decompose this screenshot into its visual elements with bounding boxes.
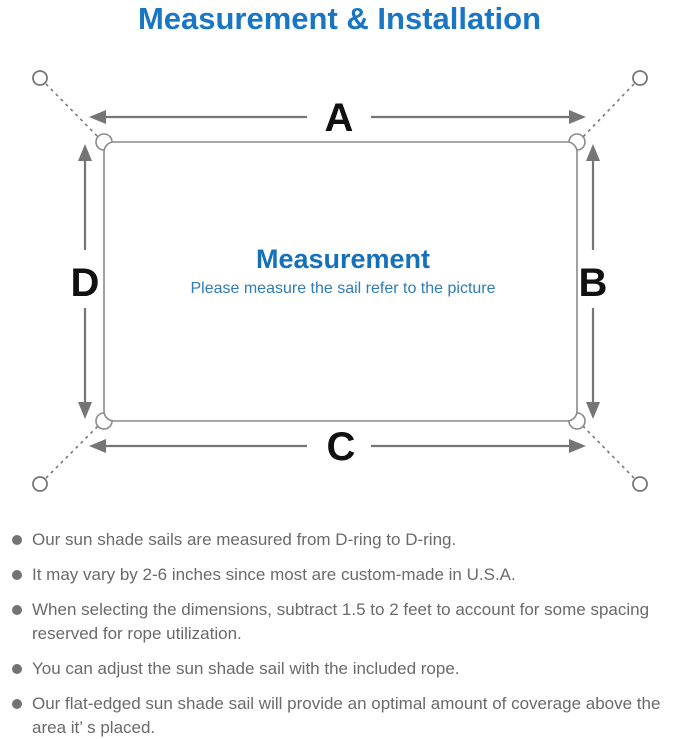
list-item: You can adjust the sun shade sail with t… [12,657,667,681]
note-text: Our sun shade sails are measured from D-… [32,530,457,549]
list-item: It may vary by 2-6 inches since most are… [12,563,667,587]
bullet-dot-icon [12,535,22,545]
sail-rectangle [103,141,578,422]
list-item: When selecting the dimensions, subtract … [12,598,667,646]
note-text: Our flat-edged sun shade sail will provi… [32,694,661,737]
anchor-ring-icon-top-left [32,70,48,86]
bullet-dot-icon [12,605,22,615]
note-text: It may vary by 2-6 inches since most are… [32,565,516,584]
arrowhead-down-icon [78,402,92,419]
anchor-ring-icon-bottom-right [632,476,648,492]
anchor-ring-icon-bottom-left [32,476,48,492]
dimension-arrow-d [78,144,92,419]
dimension-arrow-b [586,144,600,419]
note-text: When selecting the dimensions, subtract … [32,600,650,643]
list-item: Our sun shade sails are measured from D-… [12,528,667,552]
dimension-label-d: D [71,261,100,305]
arrowhead-right-icon [569,110,586,124]
arrowhead-left-icon [89,439,106,453]
page-title: Measurement & Installation [137,1,542,36]
dimension-label-b: B [579,261,608,305]
arrowhead-left-icon [89,110,106,124]
bullet-dot-icon [12,570,22,580]
arrowhead-up-icon [586,144,600,161]
measurement-heading: Measurement [256,244,430,274]
rope-dashed-line-bottom-right [578,421,635,479]
rope-dashed-line-bottom-left [45,421,103,479]
dimension-arrow-a [89,110,586,124]
dimension-arrow-c [89,439,586,453]
bullet-dot-icon [12,699,22,709]
rope-dashed-line-top-left [45,83,103,142]
anchor-ring-icon-top-right [632,70,648,86]
list-item: Our flat-edged sun shade sail will provi… [12,692,667,739]
arrowhead-up-icon [78,144,92,161]
arrowhead-right-icon [569,439,586,453]
arrowhead-down-icon [586,402,600,419]
dimension-label-a: A [325,96,354,140]
rope-dashed-line-top-right [578,83,635,142]
instruction-notes-list: Our sun shade sails are measured from D-… [12,528,667,739]
bullet-dot-icon [12,664,22,674]
note-text: You can adjust the sun shade sail with t… [32,659,460,678]
measurement-subtext: Please measure the sail refer to the pic… [190,280,495,297]
sail-measurement-diagram: A C D B Measurement Please measure the s… [32,70,648,492]
dimension-label-c: C [327,425,356,469]
